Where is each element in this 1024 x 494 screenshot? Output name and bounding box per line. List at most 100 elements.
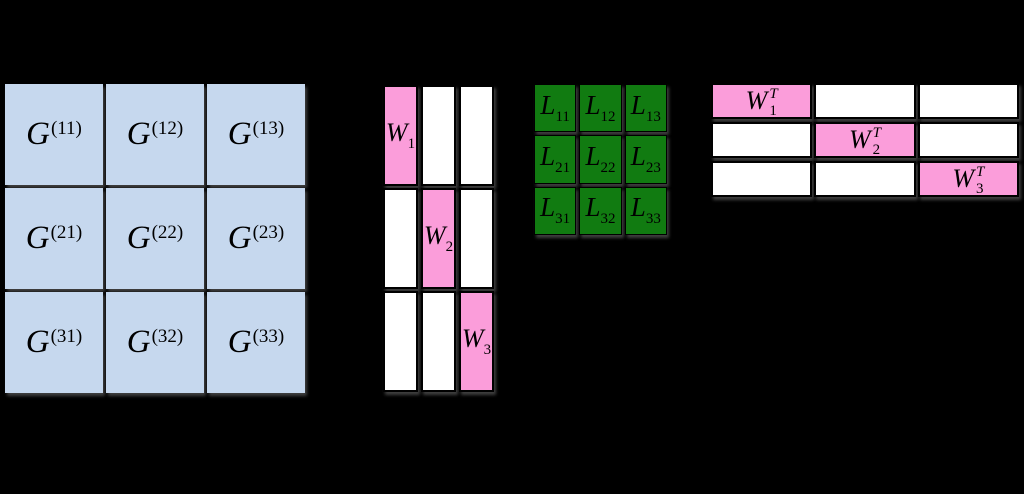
label-base: L	[540, 192, 556, 223]
label-base: W	[848, 125, 871, 154]
wt-cell-empty	[814, 83, 916, 119]
l-cell-label: L32	[585, 194, 615, 227]
label-base: G	[227, 324, 252, 360]
label-base: L	[585, 192, 601, 223]
l-cell-label: L11	[540, 89, 570, 125]
label-superscript: (13)	[252, 118, 285, 139]
w-cell-empty	[459, 188, 494, 289]
label-base: L	[630, 192, 646, 223]
label-subscript: 11	[555, 108, 570, 125]
label-subscript: 2	[872, 142, 881, 158]
label-subscript: 21	[555, 159, 571, 176]
g-cell-21: G(21)	[5, 188, 103, 289]
w-cell-2-pink: W2	[421, 188, 456, 289]
l-cell-label: L33	[631, 194, 661, 227]
l-cell-22: L22	[579, 135, 622, 184]
label-subscript: 23	[645, 159, 661, 176]
w-cell-label: W2	[423, 220, 454, 255]
w-cell-1-pink: W1	[383, 85, 418, 186]
g-cell-label: G(22)	[127, 222, 184, 255]
g-cell-label: G(11)	[26, 118, 82, 151]
l-cell-label: L13	[630, 89, 661, 125]
label-base: L	[540, 140, 556, 171]
g-cell-label: G(33)	[228, 326, 285, 359]
label-base: L	[630, 140, 646, 171]
label-superscript: (21)	[50, 222, 83, 243]
label-superscript: T	[769, 86, 778, 102]
g-cell-label: G(21)	[26, 222, 83, 255]
label-subscript: 22	[600, 159, 616, 176]
l-cell-23: L23	[624, 135, 667, 184]
w-cell-3-pink: W3	[459, 291, 494, 392]
g-cell-23: G(23)	[207, 188, 305, 289]
label-base: W	[423, 220, 446, 250]
w-column-matrix: W1 W2 W3	[383, 85, 494, 392]
wt-cell-empty	[711, 161, 813, 197]
label-superscript: T	[975, 164, 985, 180]
label-subscript: 2	[445, 238, 454, 255]
label-base: G	[26, 116, 50, 152]
label-base: G	[227, 116, 252, 152]
l-cell-31: L31	[534, 186, 577, 235]
w-cell-empty	[459, 85, 494, 186]
l-cell-21: L21	[534, 135, 577, 184]
label-subscript: 12	[600, 108, 616, 125]
wt-cell-empty	[917, 122, 1019, 158]
g-cell-label: G(32)	[127, 326, 184, 359]
l-cell-label: L31	[540, 194, 570, 227]
label-base: L	[585, 140, 601, 171]
l-cell-33: L33	[624, 186, 667, 235]
label-subscript: 32	[600, 211, 616, 228]
label-base: W	[745, 86, 768, 115]
wt-cell-empty	[711, 122, 813, 158]
w-cell-empty	[383, 291, 418, 392]
g-cell-label: G(23)	[228, 222, 285, 255]
g-cell-33: G(33)	[207, 292, 305, 393]
g-cell-22: G(22)	[106, 188, 204, 289]
g-cell-11: G(11)	[5, 84, 103, 185]
l-cell-13: L13	[624, 84, 667, 133]
label-superscript: (23)	[252, 222, 285, 243]
label-base: W	[461, 323, 484, 353]
label-subscript: 3	[483, 341, 492, 358]
label-base: L	[630, 89, 646, 120]
label-base: G	[25, 324, 50, 360]
label-superscript: (12)	[151, 118, 184, 139]
g-cell-31: G(31)	[5, 292, 103, 393]
label-superscript: (32)	[151, 326, 184, 347]
label-superscript: (33)	[252, 326, 285, 347]
g-cell-label: G(12)	[127, 118, 184, 151]
w-cell-empty	[421, 291, 456, 392]
l-cell-label: L21	[540, 140, 571, 176]
wt-cell-empty	[814, 161, 916, 197]
label-base: W	[385, 117, 408, 147]
g-cell-label: G(31)	[26, 326, 83, 359]
w-cell-empty	[421, 85, 456, 186]
label-subscript: 3	[975, 181, 984, 197]
l-matrix: L11 L12 L13 L21 L22 L23 L31 L32 L33	[534, 84, 667, 235]
l-cell-label: L12	[585, 89, 616, 125]
l-cell-12: L12	[579, 84, 622, 133]
g-cell-13: G(13)	[207, 84, 305, 185]
label-base: G	[126, 116, 151, 152]
label-base: L	[540, 89, 556, 120]
g-block-matrix: G(11) G(12) G(13) G(21) G(22) G(23) G(31…	[5, 84, 305, 393]
label-superscript: T	[872, 125, 881, 141]
l-cell-32: L32	[579, 186, 622, 235]
l-cell-11: L11	[534, 84, 577, 133]
label-base: G	[126, 324, 151, 360]
label-base: L	[585, 89, 601, 120]
label-base: G	[126, 220, 151, 256]
label-subscript: 1	[769, 103, 777, 119]
